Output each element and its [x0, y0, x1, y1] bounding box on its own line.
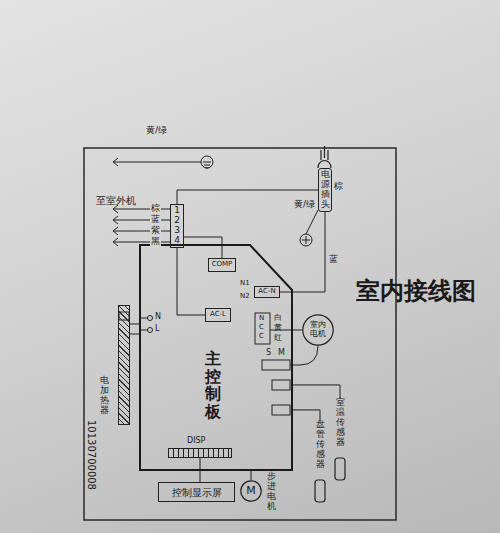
part-number: 10130700008: [86, 420, 97, 490]
wire-label: L: [155, 325, 159, 334]
diagram-title: 室内接线图: [356, 278, 380, 304]
wire-label: 紫: [150, 226, 161, 236]
node-label: M: [246, 485, 256, 497]
component-box: 控制显示屏: [158, 482, 235, 502]
node-label: DISP: [187, 437, 205, 446]
wire: [184, 237, 222, 258]
node-caption: 3: [174, 226, 180, 236]
node-caption: 步进电机: [267, 472, 276, 512]
power-plug: 电源插头: [318, 168, 332, 212]
node-label: AC-N: [258, 288, 275, 296]
wire-label: 黄/绿: [294, 200, 303, 210]
wire-label: 黑: [150, 237, 161, 247]
motor-symbol: M步进电机: [240, 480, 262, 502]
wire-label: 红: [274, 334, 282, 343]
node-label: 室内电机: [309, 321, 327, 339]
component-box: COMP: [208, 258, 236, 272]
wire-label: 蓝: [329, 255, 338, 265]
wire: [250, 470, 251, 480]
node-label: AC-L: [210, 311, 226, 319]
diagram-frame: [84, 148, 396, 520]
node-label: COMP: [212, 261, 233, 269]
wire-label: 蓝: [150, 215, 161, 225]
board-outline: [140, 245, 292, 470]
wire: [292, 330, 302, 331]
wire-label: N: [259, 315, 264, 323]
outdoor-wires: [113, 158, 201, 246]
plug-symbol: [318, 146, 331, 168]
wire-label: S: [266, 349, 271, 358]
node-label: 电加热器: [100, 376, 109, 416]
node-caption: 2: [174, 216, 180, 226]
node-label: 控制显示屏: [172, 487, 222, 498]
ground-symbol: [201, 156, 213, 168]
wire-label: 至室外机: [96, 195, 106, 206]
wire-label: 白: [274, 314, 282, 323]
wire-label: 黄/绿: [146, 126, 155, 136]
connector-block: DISP: [168, 448, 232, 458]
heater-element: 电加热器: [118, 305, 130, 425]
circle-outline: [241, 481, 261, 501]
control-board: 主控制板 COMP AC-L AC-N DISP: [140, 245, 292, 470]
wire: [130, 323, 140, 324]
node-caption: 4: [174, 236, 180, 246]
node-label: 电源插头: [321, 170, 330, 210]
sensor-probe: 室温传感器: [333, 398, 347, 480]
sensor-probe: 盘管传感器: [313, 420, 327, 502]
node-label: 1: [174, 206, 180, 216]
wire-label: N2: [240, 293, 250, 301]
motor-symbol: 室内电机: [302, 314, 334, 346]
wire: [292, 385, 340, 398]
wire: [280, 212, 325, 292]
component-box: AC-L: [205, 308, 231, 322]
wire: [292, 410, 320, 420]
wire-label: C: [259, 333, 264, 341]
node-label: 主控制板: [205, 350, 221, 420]
wire: [177, 248, 205, 315]
wire-label: C: [259, 324, 264, 332]
circle-outline: [303, 315, 333, 345]
plug-ground: [300, 210, 318, 246]
node-label: 盘管传感器: [316, 420, 325, 469]
wire-label: N: [155, 313, 161, 322]
wire-label: 棕: [150, 204, 161, 214]
wire-label: N1: [240, 280, 250, 288]
wire-label: 棕: [334, 182, 343, 192]
wire-label: 黄: [274, 324, 282, 333]
terminal-block: 1234: [170, 204, 184, 248]
node-label: 室温传感器: [336, 398, 345, 447]
probe-outline: [335, 458, 345, 480]
wire-label: M: [278, 349, 285, 358]
component-box: AC-N: [254, 286, 280, 298]
probe-outline: [315, 480, 325, 502]
